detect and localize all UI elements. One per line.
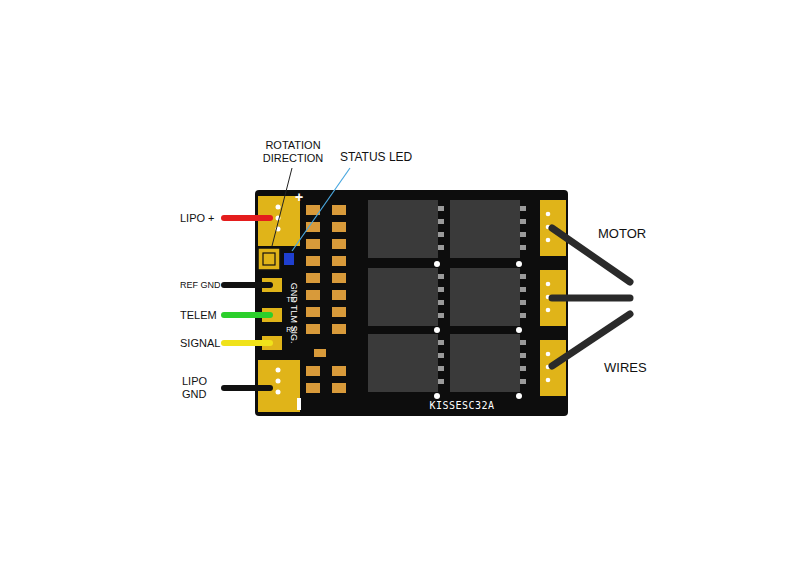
wire-label: TELEM xyxy=(180,309,217,322)
rotation-jumper-mark xyxy=(263,253,275,265)
callout-label: STATUS LED xyxy=(340,151,412,165)
leader-line xyxy=(272,168,292,246)
status-led xyxy=(284,253,294,265)
silkscreen-text: + xyxy=(295,189,303,205)
signal-wire xyxy=(224,340,270,346)
pcb-board xyxy=(255,190,568,416)
rotation-jumper xyxy=(258,248,280,270)
smd-small xyxy=(314,349,326,357)
silkscreen-text: TX xyxy=(287,296,296,304)
pad-holes xyxy=(276,205,281,395)
motor-label: MOTOR xyxy=(598,227,646,242)
wire-label: REF GND xyxy=(180,280,221,290)
motor-label: WIRES xyxy=(604,361,647,376)
lipo-plus-wire xyxy=(224,215,270,221)
silkscreen-text: RX xyxy=(286,326,296,334)
wire-label: LIPO + xyxy=(180,212,215,225)
wire-label: SIGNAL xyxy=(180,337,220,350)
leader-line xyxy=(292,168,350,251)
smd-components xyxy=(306,205,346,393)
board-name: KISSESC32A xyxy=(429,400,494,412)
pin-names: GND TLM SIG. xyxy=(288,283,298,344)
silk-mark xyxy=(297,398,301,410)
ref-gnd-wire xyxy=(224,282,270,288)
wire-label: LIPO GND xyxy=(182,375,222,400)
lipo-gnd-wire xyxy=(224,385,270,391)
motor-wires xyxy=(552,228,630,366)
telem-wire xyxy=(224,312,270,318)
mosfets xyxy=(368,200,526,399)
callout-label: ROTATION DIRECTION xyxy=(258,139,328,164)
